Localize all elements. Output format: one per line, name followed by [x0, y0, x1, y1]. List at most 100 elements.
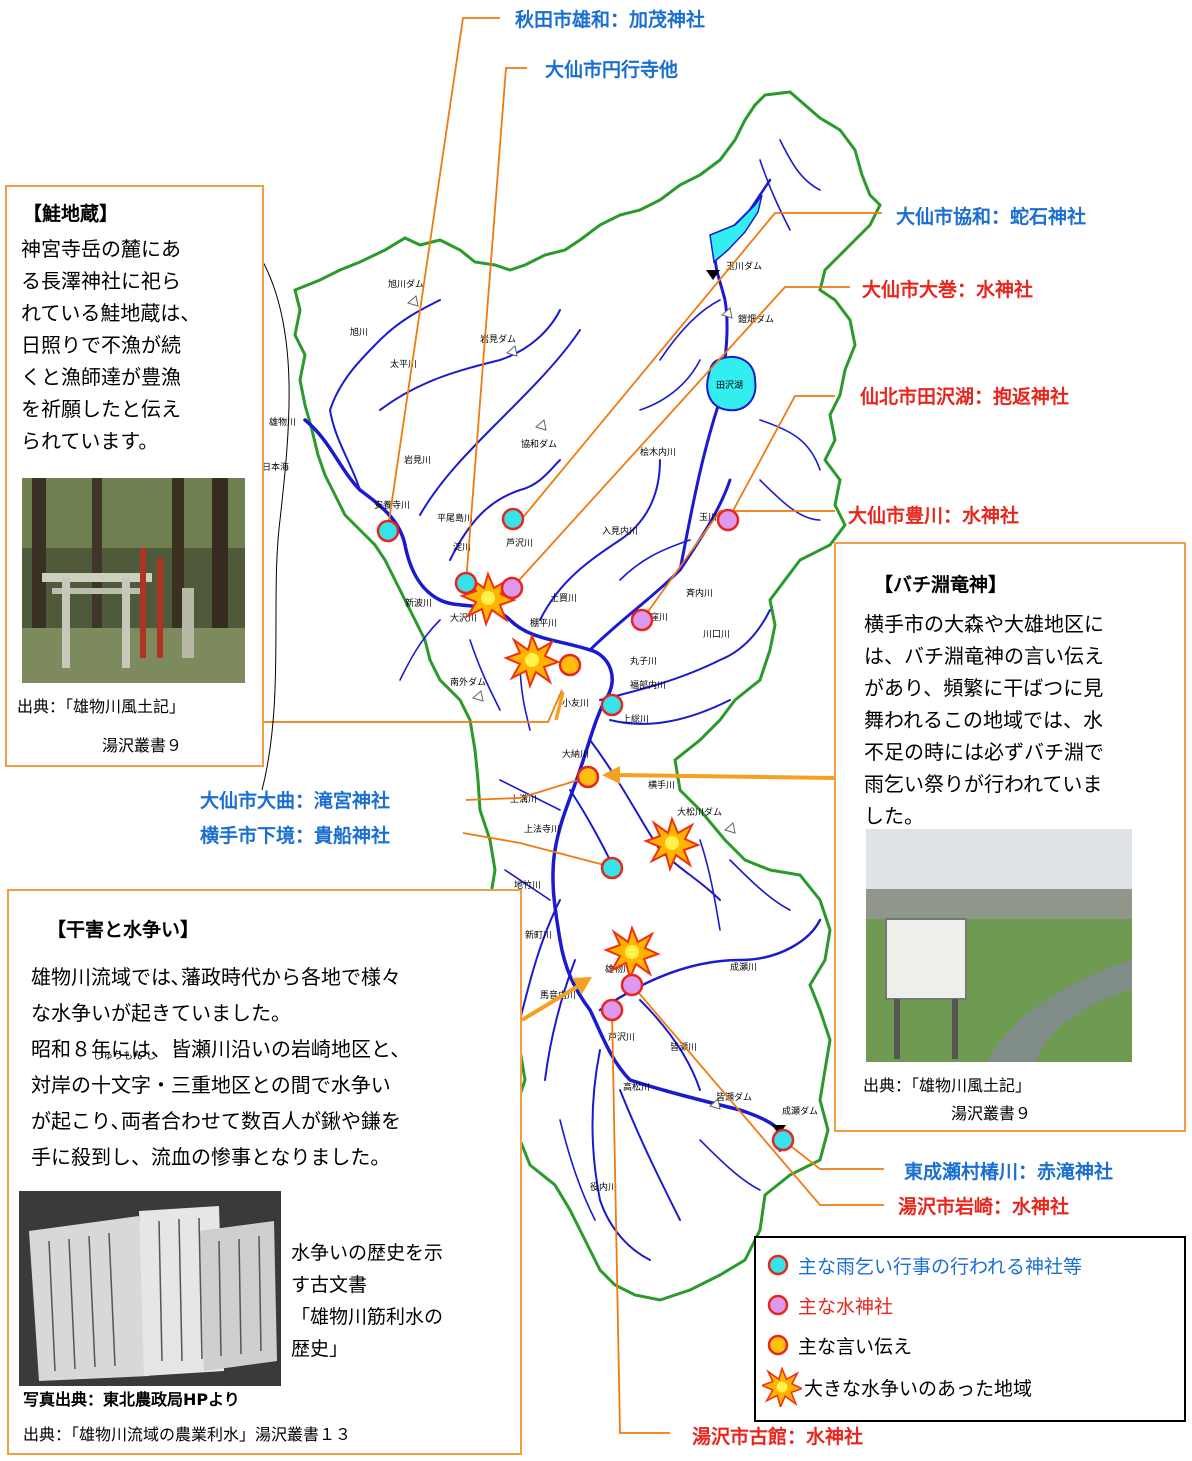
svg-text:淀川: 淀川 [453, 541, 471, 553]
svg-text:太平川: 太平川 [390, 358, 417, 370]
svg-text:丸子川: 丸子川 [630, 655, 657, 667]
leader-lines [245, 17, 884, 1434]
basin-boundary [293, 90, 882, 1302]
shrine-photo [22, 478, 245, 683]
svg-text:協和ダム: 協和ダム [521, 438, 557, 450]
river-photo [866, 829, 1132, 1062]
svg-text:川口川: 川口川 [703, 630, 730, 640]
tamagawa-reservoir [709, 194, 763, 264]
svg-text:小友川: 小友川 [562, 697, 589, 709]
svg-text:日本海: 日本海 [262, 461, 289, 473]
svg-text:福部内川: 福部内川 [630, 679, 666, 691]
water-shrine-marker [600, 998, 624, 1022]
svg-text:横手川: 横手川 [648, 779, 675, 791]
rain-shrine-marker [600, 693, 624, 717]
label-kamo-shrine: 秋田市雄和：加茂神社 [515, 9, 706, 31]
explosion-icon [643, 816, 701, 873]
furigana: じゅうもん じ [93, 1051, 157, 1062]
rain-shrine-marker [501, 507, 525, 531]
label-engyoji: 大仙市円行寺他 [545, 59, 679, 81]
svg-text:新波川: 新波川 [405, 597, 432, 609]
box-body: 横手市の大森や大雄地区には、バチ淵竜神の言い伝えがあり、頻繁に干ばつに見舞われる… [864, 612, 1104, 828]
orange-circle-icon [767, 1334, 789, 1356]
svg-text:上法寺川: 上法寺川 [524, 823, 560, 835]
document-caption: 水争いの歴史を示す古文書「雄物川筋利水の歴史」 [291, 1242, 444, 1360]
box-title: 【バチ淵竜神】 [874, 574, 1008, 596]
drought-conflict-box: 【干害と水争い】 雄物川流域では､藩政時代から各地で様々な水争いが起きていました… [7, 889, 522, 1455]
salmon-jizo-box: 【鮭地蔵】 神宮寺岳の麓にある長澤神社に祀られている鮭地蔵は、日照りで不漁が続く… [5, 185, 264, 767]
svg-text:雄物川: 雄物川 [269, 416, 296, 428]
svg-text:岩見ダム: 岩見ダム [480, 333, 516, 345]
label-kifune-shrine: 横手市下境：貴船神社 [200, 825, 391, 847]
cyan-circle-icon [767, 1254, 789, 1276]
rain-shrine-marker [376, 519, 400, 543]
box-title: 【鮭地蔵】 [23, 203, 119, 225]
svg-text:入見内川: 入見内川 [602, 525, 638, 537]
map-legend: 主な雨乞い行事の行われる神社等 主な水神社 主な言い伝え 大きな水争いのあった地… [754, 1236, 1186, 1422]
rain-shrine-marker [454, 571, 478, 595]
svg-text:旭川ダム: 旭川ダム [388, 278, 424, 290]
water-shrine-marker [630, 608, 654, 632]
label-omaki-suijin: 大仙市大巻：水神社 [862, 279, 1034, 301]
label-jaishi-shrine: 大仙市協和：蛇石神社 [896, 206, 1087, 228]
source-line: 湯沢叢書９ [102, 736, 183, 755]
pointer-arrows [520, 691, 835, 1022]
label-toyokawa-suijin: 大仙市豊川：水神社 [848, 505, 1020, 527]
svg-text:高松川: 高松川 [623, 1081, 650, 1093]
svg-text:上溝川: 上溝川 [510, 793, 537, 805]
source-line: 湯沢叢書９ [951, 1104, 1032, 1123]
river-network [303, 139, 822, 1261]
legend-item-tradition: 主な言い伝え [766, 1330, 912, 1360]
old-document-photo [19, 1191, 281, 1386]
rain-shrine-marker [771, 1128, 795, 1152]
bracket-line [261, 259, 290, 791]
label-iwasaki-suijin: 湯沢市岩崎：水神社 [898, 1196, 1070, 1218]
svg-text:上総川: 上総川 [622, 713, 649, 725]
svg-text:役内川: 役内川 [590, 1181, 617, 1193]
bachi-buchi-dragon-box: 【バチ淵竜神】 横手市の大森や大雄地区には、バチ淵竜神の言い伝えがあり、頻繁に干… [834, 542, 1186, 1132]
shrine-markers [376, 507, 795, 1152]
svg-text:棚平川: 棚平川 [530, 617, 557, 629]
legend-item-rain-shrine: 主な雨乞い行事の行われる神社等 [766, 1250, 1082, 1280]
svg-text:田沢湖: 田沢湖 [716, 379, 743, 391]
box-body: 雄物川流域では､藩政時代から各地で様々な水争いが起きていました。昭和８年には、皆… [31, 965, 411, 1169]
legend-item-water-shrine: 主な水神社 [766, 1290, 893, 1320]
svg-text:旭川: 旭川 [350, 326, 368, 338]
label-takinomiya-shrine: 大仙市大曲：滝宮神社 [200, 790, 391, 812]
water-shrine-marker [716, 508, 740, 532]
legend-marker [576, 765, 600, 789]
svg-text:雄物川: 雄物川 [605, 963, 632, 975]
svg-text:南外ダム: 南外ダム [450, 676, 486, 688]
explosion-icon [762, 1367, 802, 1407]
svg-text:成瀬ダム: 成瀬ダム [782, 1105, 818, 1117]
svg-text:土買川: 土買川 [550, 592, 577, 604]
svg-text:岩見川: 岩見川 [404, 454, 431, 466]
svg-text:戸沢川: 戸沢川 [608, 1031, 635, 1043]
legend-marker [558, 653, 582, 677]
svg-text:大松川ダム: 大松川ダム [677, 806, 722, 818]
svg-text:成瀬川: 成瀬川 [730, 961, 757, 973]
dam-icons [406, 295, 736, 1110]
svg-text:玉川ダム: 玉川ダム [726, 260, 762, 272]
photo-credit: 写真出典：東北農政局HPより [23, 1390, 240, 1409]
source-line: 出典：「雄物川流域の農業利水」湯沢叢書１３ [23, 1425, 352, 1444]
svg-text:皆瀬ダム: 皆瀬ダム [716, 1091, 752, 1103]
svg-text:芦沢川: 芦沢川 [506, 537, 533, 549]
source-line: 出典：「雄物川風土記」 [17, 697, 186, 716]
svg-text:大納川: 大納川 [562, 748, 589, 760]
source-line: 出典：「雄物川風土記」 [863, 1076, 1032, 1095]
svg-text:新町川: 新町川 [525, 929, 552, 941]
svg-text:平尾島川: 平尾島川 [437, 512, 473, 524]
svg-text:皆瀬川: 皆瀬川 [670, 1041, 697, 1053]
box-body: 神宮寺岳の麓にある長澤神社に祀られている鮭地蔵は、日照りで不漁が続くと漁師達が豊… [21, 237, 201, 453]
water-shrine-marker [500, 576, 524, 600]
violet-circle-icon [767, 1294, 789, 1316]
legend-item-conflict: 大きな水争いのあった地域 [762, 1367, 1032, 1407]
tamagawa-dam-marker [706, 270, 720, 280]
svg-text:窪川: 窪川 [650, 611, 668, 623]
label-akataki-shrine: 東成瀬村椿川：赤滝神社 [904, 1161, 1114, 1183]
svg-text:桧木内川: 桧木内川 [640, 446, 676, 458]
svg-text:斉内川: 斉内川 [686, 587, 713, 599]
explosion-icon [503, 633, 561, 690]
